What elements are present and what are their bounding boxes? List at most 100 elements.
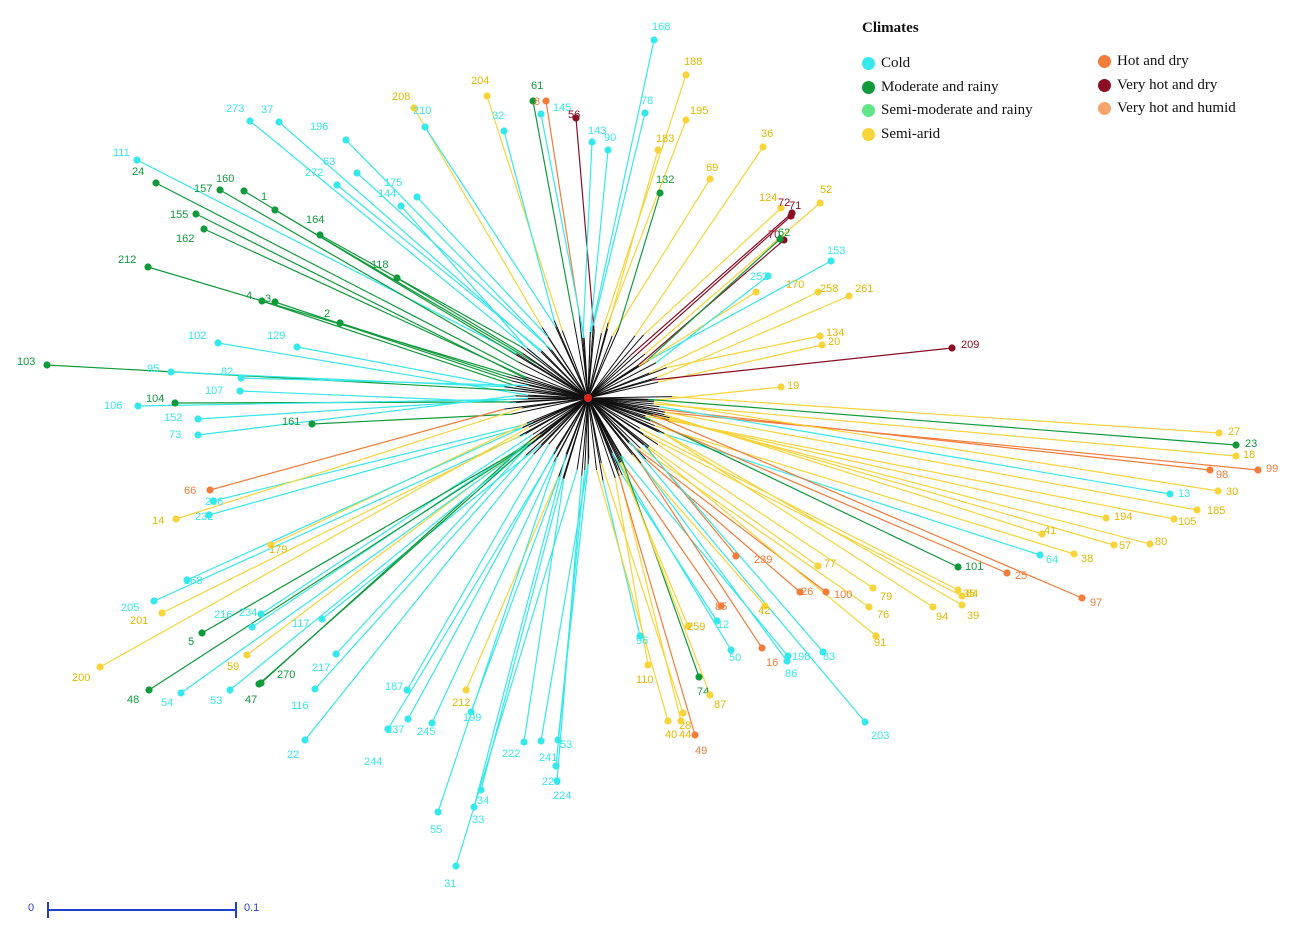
tree-root-node [584,394,592,402]
leaf-label: 200 [72,672,90,684]
leaf-label: 124 [759,192,777,204]
leaf-label: 2 [324,308,330,320]
leaf-branch [606,149,659,329]
inner-branch [587,396,673,399]
leaf-branch [304,453,535,741]
leaf-label: 118 [371,259,389,271]
leaf-branch [657,295,850,378]
leaf-node [293,343,301,351]
inner-branch [587,365,640,399]
leaf-node [869,584,877,592]
leaf-label: 73 [169,429,181,441]
leaf-branch [589,39,655,338]
leaf-branch [666,335,821,369]
leaf-label: 117 [292,618,310,630]
leaf-label: 19 [787,380,799,392]
leaf-branch [652,347,953,381]
leaf-branch [335,446,528,655]
leaf-label: 55 [430,824,442,836]
leaf-node [865,603,873,611]
leaf-label: 105 [1178,516,1196,528]
leaf-branch [592,112,646,326]
leaf-node [316,231,324,239]
leaf-node [552,762,560,770]
leaf-label: 210 [413,105,431,117]
leaf-node [713,617,721,625]
leaf-branch [197,395,516,436]
leaf-branch [659,430,934,608]
leaf-branch [396,277,524,354]
leaf-branch [186,427,523,581]
leaf-branch [628,441,866,723]
leaf-node [717,602,725,610]
inner-branch [581,397,589,476]
leaf-node [787,212,795,220]
climate-legend: Climates Cold Moderate and rainy Semi-mo… [862,20,1282,150]
leaf-node [271,298,279,306]
inner-branch [587,353,646,399]
leaf-node [656,189,664,197]
leaf-branch [617,470,682,722]
legend-item-very-hot-humid: Very hot and humid [1098,97,1236,121]
inner-branch [522,353,589,399]
leaf-node [554,736,562,744]
leaf-branch [147,266,514,377]
leaf-node [752,288,760,296]
leaf-node [271,206,279,214]
leaf-label: 3 [265,293,271,305]
leaf-node [332,650,340,658]
legend-swatch-semi-arid [862,127,875,141]
leaf-branch [470,476,560,713]
leaf-node [816,199,824,207]
inner-branch [587,397,644,446]
inner-branch [587,397,630,442]
leaf-label: 1 [261,191,267,203]
leaf-label: 245 [417,726,435,738]
leaf-label: 71 [789,200,801,212]
legend-swatch-hot-dry [1098,55,1111,69]
leaf-node [764,272,772,280]
legend-label-cold: Cold [881,55,911,72]
leaf-label: 78 [641,95,653,107]
leaf-label: 85 [715,601,727,613]
leaf-label: 157 [194,183,212,195]
leaf-label: 110 [636,674,654,686]
leaf-label: 36 [761,128,773,140]
leaf-label: 91 [874,637,886,649]
leaf-branch [136,159,517,355]
legend-label-semi-arid: Semi-arid [881,125,941,142]
leaf-label: 97 [1090,597,1102,609]
leaf-branch [600,74,687,334]
leaf-label: 99 [1266,463,1278,475]
inner-branch [587,397,616,479]
leaf-label: 38 [1081,553,1093,565]
leaf-label: 42 [758,605,770,617]
leaf-label: 179 [269,544,287,556]
leaf-branch [620,462,711,696]
leaf-label: 33 [472,814,484,826]
leaf-branch [636,458,763,649]
leaf-label: 22 [287,749,299,761]
leaf-branch [643,207,782,336]
inner-branch [587,335,636,399]
leaf-label: 194 [1114,511,1132,523]
leaf-label: 49 [695,745,707,757]
leaf-branch [153,433,526,602]
leaf-node [1070,550,1078,558]
leaf-node [654,146,662,154]
legend-item-semi-arid: Semi-arid [862,123,1033,147]
leaf-node [695,673,703,681]
leaf-label: 53 [560,739,572,751]
leaf-node [167,368,175,376]
inner-branch [576,397,589,470]
leaf-label: 30 [1226,486,1238,498]
leaf-node [333,181,341,189]
leaf-branch [648,445,819,567]
leaf-node [537,737,545,745]
leaf-node [818,341,826,349]
leaf-branch [556,475,583,782]
leaf-label: 79 [880,591,892,603]
inner-branch [587,379,653,399]
leaf-branch [620,455,789,657]
